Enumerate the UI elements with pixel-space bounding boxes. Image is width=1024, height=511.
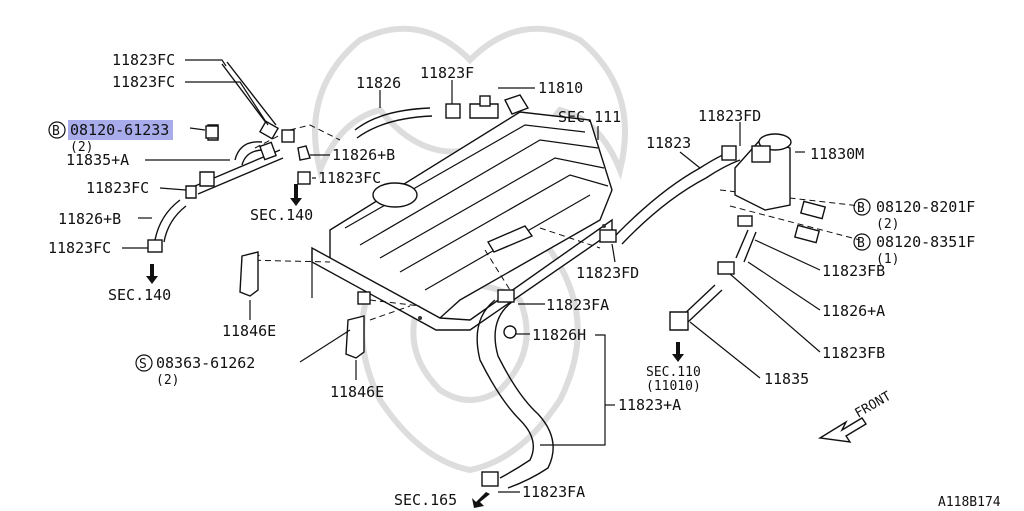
label-sec140-top: SEC.140 [250,206,313,224]
label-11823a: 11823+A [618,396,681,414]
label-sec140-bottom: SEC.140 [108,286,171,304]
label-11823: 11823 [646,134,691,152]
label-11826: 11826 [356,74,401,92]
label-11826a: 11826+A [822,302,885,320]
label-qty-2a: (2) [70,140,93,155]
label-11826b-left: 11826+B [58,210,121,228]
label-11835: 11835 [764,370,809,388]
label-qty-2c: (2) [156,373,179,388]
label-11823fa-bottom: 11823FA [522,483,585,501]
label-11823fd-bottom: 11823FD [576,264,639,282]
label-08363-61262: 08363-61262 [156,354,255,372]
right-hose-assembly [599,133,827,331]
label-11823fa-top: 11823FA [546,296,609,314]
label-sec111: SEC.111 [558,108,621,126]
label-11010: (11010) [646,379,701,394]
leader-lines [122,59,821,493]
label-11823fc-bottom: 11823FC [48,239,111,257]
label-11823f: 11823F [420,64,474,82]
label-b-marker-3: B [857,236,865,251]
label-11826h: 11826H [532,326,586,344]
label-drawing-id: A118B174 [938,495,1001,510]
label-08120-8201f: 08120-8201F [876,198,975,216]
brackets-11846e [205,125,371,359]
label-sec110: SEC.110 [646,365,701,380]
label-11823fc-top2: 11823FC [112,73,175,91]
label-s-marker: S [139,357,147,372]
label-11830m: 11830M [810,145,864,163]
label-qty-1: (1) [876,252,899,267]
label-11823fc-mid: 11823FC [318,169,381,187]
label-11823fd-top: 11823FD [698,107,761,125]
label-11835a: 11835+A [66,151,129,169]
label-b-marker-2: B [857,201,865,216]
label-sec165: SEC.165 [394,491,457,509]
label-08120-61233: 08120-61233 [70,121,169,139]
label-08120-8351f: 08120-8351F [876,233,975,251]
label-11846e-2: 11846E [330,383,384,401]
label-qty-2b: (2) [876,217,899,232]
label-11810: 11810 [538,79,583,97]
label-11823fc-top1: 11823FC [112,51,175,69]
label-front: FRONT [853,389,895,422]
label-b-marker-1: B [52,124,60,139]
circle-markers [48,121,871,372]
highlight-box [68,120,173,140]
label-11823fb-top: 11823FB [822,262,885,280]
engine-cover [311,94,613,331]
label-11846e-1: 11846E [222,322,276,340]
lower-hose-11823a [476,289,554,489]
top-hose-11826 [297,95,499,185]
label-11826b-top: 11826+B [332,146,395,164]
label-11823fb-bottom: 11823FB [822,344,885,362]
label-11823fc-left: 11823FC [86,179,149,197]
breather-pipe-assembly [147,61,295,253]
direction-arrows [146,184,867,508]
